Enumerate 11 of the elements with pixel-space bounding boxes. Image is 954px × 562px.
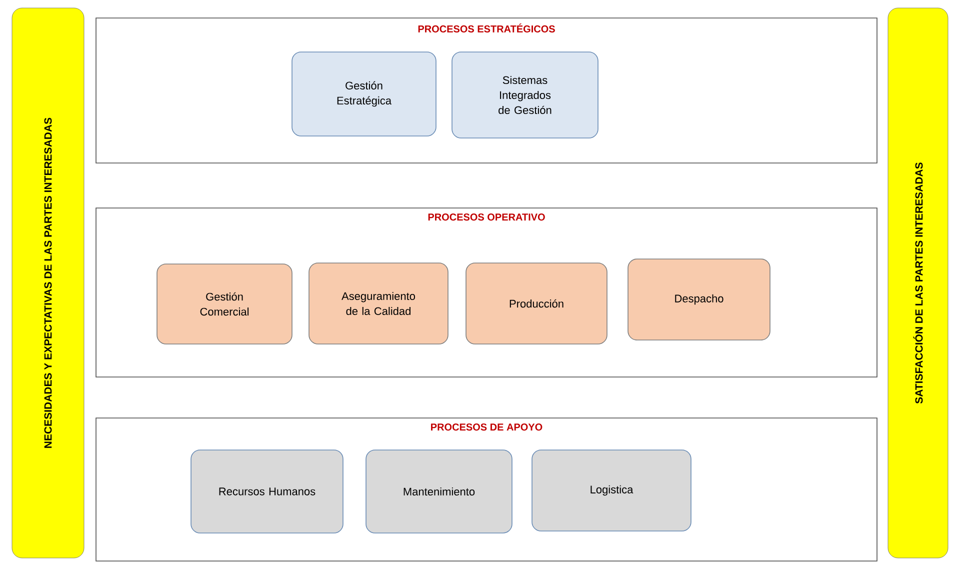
process-box: Aseguramiento de la Calidad [308,262,448,344]
process-box: Recursos Humanos [190,450,344,534]
process-box: Gestión Comercial [156,264,292,344]
side-band: SATISFACCIÓN DE LAS PARTES INTERESADAS [888,8,948,558]
process-box: Despacho [628,258,770,340]
process-box: Gestión Estratégica [292,52,436,136]
process-box: Sistemas Integrados de Gestión [452,52,598,138]
side-band: NECESIDADES Y EXPECTATIVAS DE LAS PARTES INTERESADAS [12,8,84,558]
process-box: Producción [466,262,608,344]
process-box: Logistica [532,450,692,532]
process-box: Mantenimiento [366,450,512,534]
